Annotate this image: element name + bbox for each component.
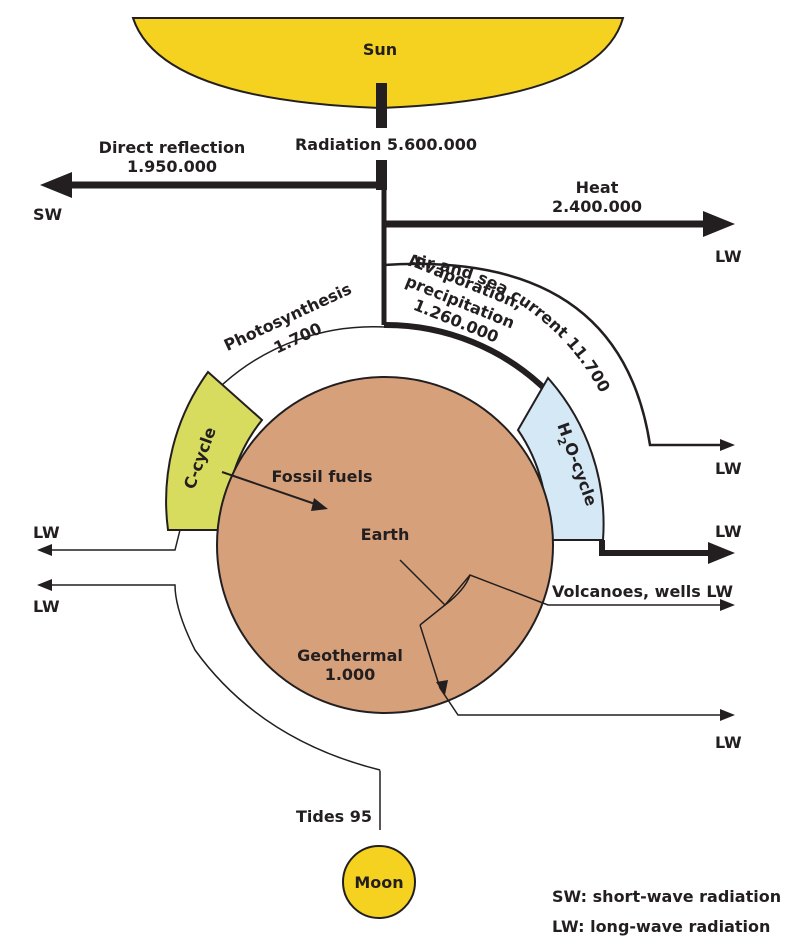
fossil-fuels-label: Fossil fuels xyxy=(271,467,372,486)
legend-sw: SW: short-wave radiation xyxy=(552,887,781,906)
lw-left-1-label: LW xyxy=(33,523,60,542)
volcanoes-label: Volcanoes, wells LW xyxy=(552,582,733,601)
earth-label: Earth xyxy=(361,525,410,544)
lw-heat-label: LW xyxy=(715,247,742,266)
c-cycle-lw-arrowhead xyxy=(37,544,52,556)
heat-title: Heat xyxy=(576,178,619,197)
lw-air-label: LW xyxy=(715,459,742,478)
evaporation-arc xyxy=(383,321,551,395)
tides-lw-arrowhead xyxy=(37,579,52,591)
geothermal-title: Geothermal xyxy=(297,646,403,665)
earth-circle xyxy=(216,376,554,714)
direct-reflection-arrowhead xyxy=(40,172,72,198)
radiation-label: Radiation 5.600.000 xyxy=(295,135,477,154)
lw-geothermal-label: LW xyxy=(715,733,742,752)
tides-line xyxy=(50,584,381,830)
fossil-fuels-arrow xyxy=(221,471,319,506)
geothermal-inner-arrowhead xyxy=(436,680,448,695)
direct-reflection-value: 1.950.000 xyxy=(127,157,217,176)
tides-label: Tides 95 xyxy=(296,807,372,826)
heat-arrowhead xyxy=(703,211,735,237)
h2o-lw-line xyxy=(599,540,710,556)
sw-label: SW xyxy=(33,205,63,224)
sun-label: Sun xyxy=(363,40,397,59)
photosynthesis-arc xyxy=(221,325,385,386)
outer-ring-boundary xyxy=(379,559,606,771)
heat-value: 2.400.000 xyxy=(552,197,642,216)
h2o-lw-arrowhead xyxy=(708,542,735,564)
air-sea-arrowhead xyxy=(720,439,735,451)
moon-label: Moon xyxy=(354,873,403,892)
radiation-stem-bottom xyxy=(376,160,387,190)
air-sea-current-line xyxy=(383,262,722,447)
direct-reflection-title: Direct reflection xyxy=(99,138,246,157)
c-cycle-lw-line xyxy=(50,529,181,551)
geothermal-line xyxy=(419,574,471,626)
fossil-fuels-arrowhead xyxy=(311,498,328,511)
radiation-stem-top xyxy=(376,83,387,128)
moon-circle xyxy=(342,845,416,919)
lw-left-2-label: LW xyxy=(33,597,60,616)
geothermal-value: 1.000 xyxy=(325,665,376,684)
geothermal-outflow xyxy=(419,624,722,716)
geothermal-arrowhead xyxy=(720,709,735,721)
volcanoes-arrowhead xyxy=(720,599,735,611)
lw-h2o-label: LW xyxy=(715,522,742,541)
legend-lw: LW: long-wave radiation xyxy=(552,917,770,936)
h2o-cycle-sector xyxy=(516,376,605,541)
